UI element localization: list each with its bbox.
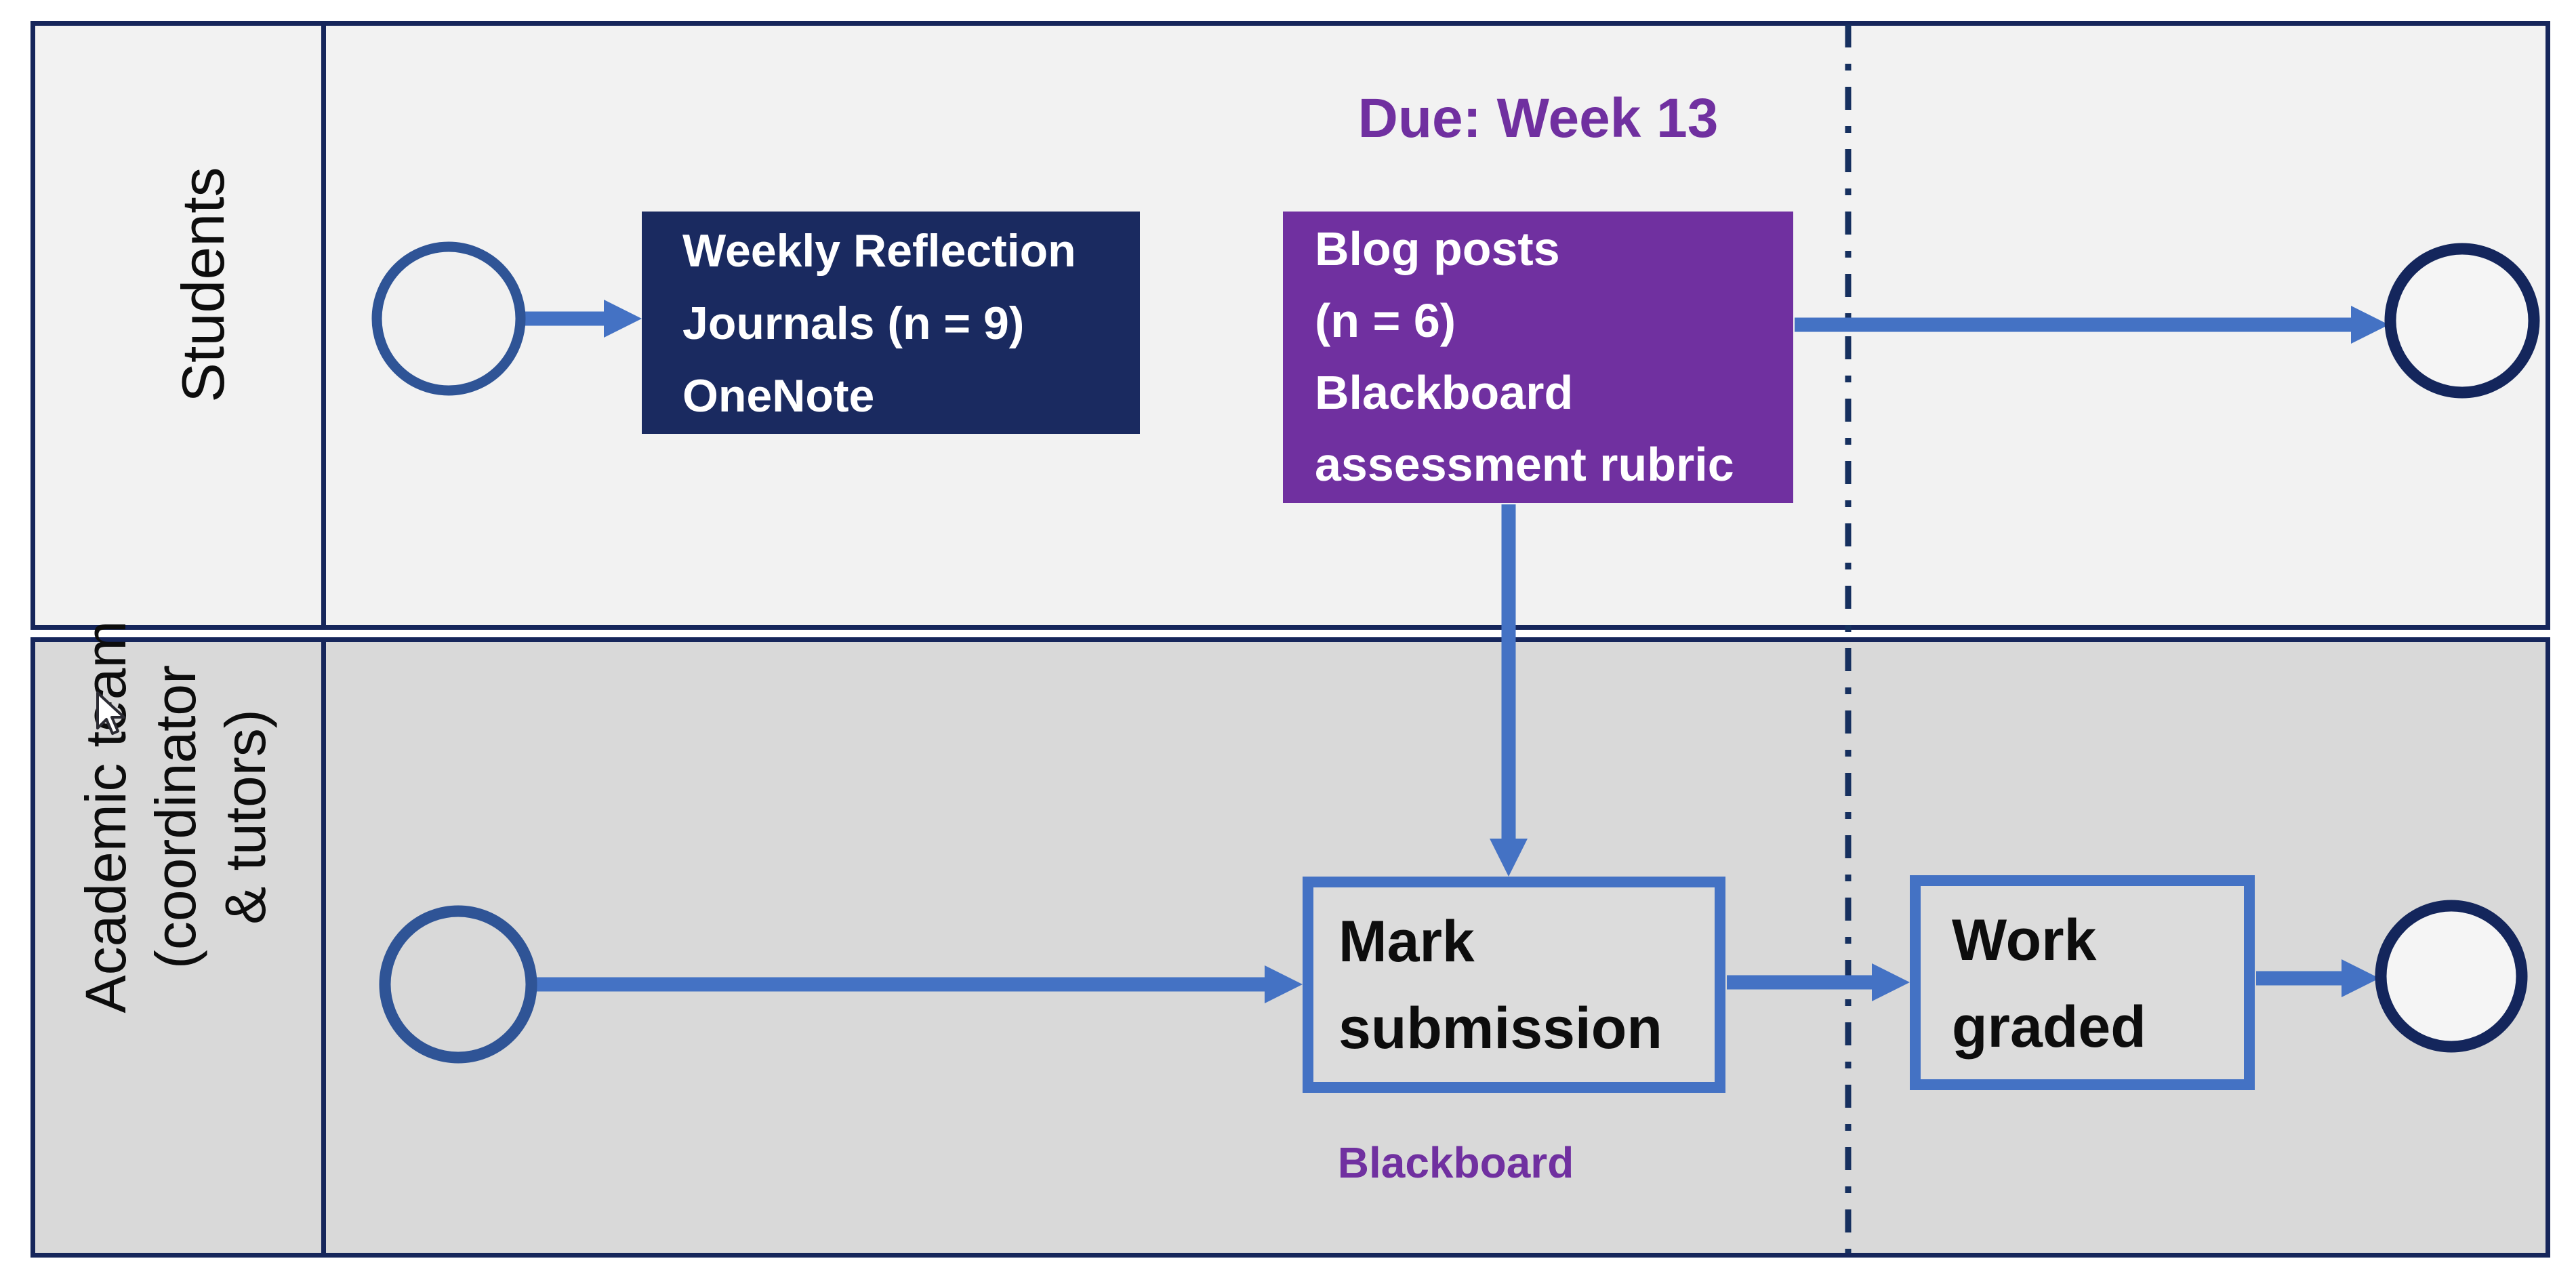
mark-submission-box[interactable]: Mark submission <box>1303 877 1725 1093</box>
lane-label-divider-students <box>321 21 326 630</box>
due-week-13-label: Due: Week 13 <box>1357 87 1719 149</box>
blog-posts-box[interactable]: Blog posts (n = 6) Blackboard assessment… <box>1283 212 1793 503</box>
lane-label-academic: Academic team (coordinator & tutors) <box>74 620 277 1014</box>
work-graded-box[interactable]: Work graded <box>1910 875 2255 1090</box>
lane-label-students: Students <box>169 167 237 403</box>
weekly-reflection-journals-box[interactable]: Weekly Reflection Journals (n = 9) OneNo… <box>642 212 1140 434</box>
lane-label-divider-academic <box>321 637 326 1258</box>
blackboard-label: Blackboard <box>1337 1138 1574 1187</box>
